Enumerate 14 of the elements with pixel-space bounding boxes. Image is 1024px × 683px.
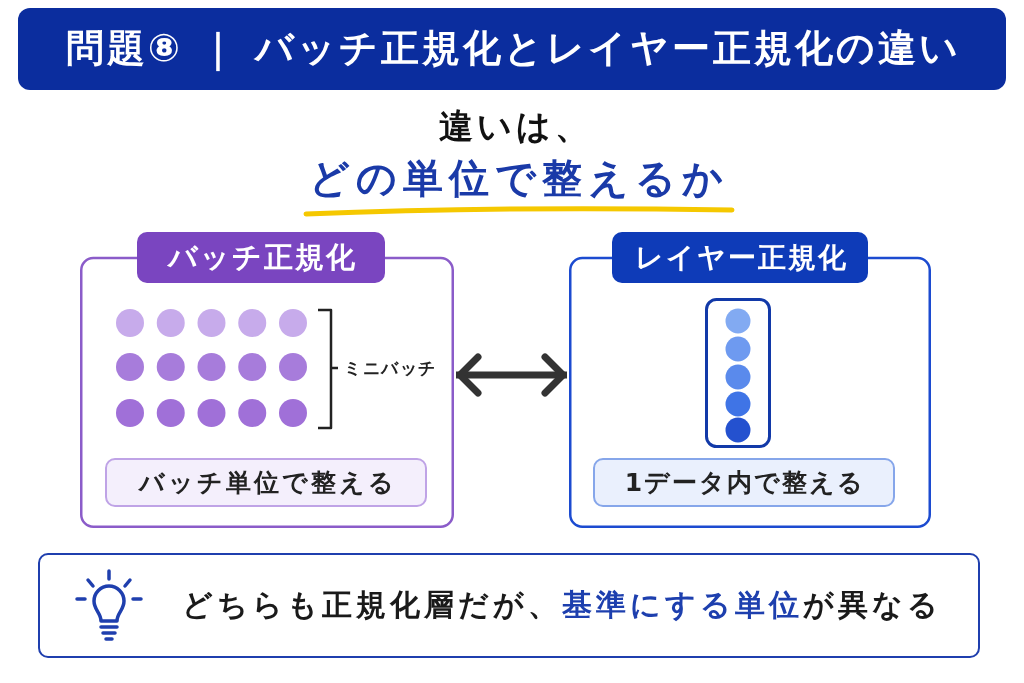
panel-card: [80, 232, 454, 528]
bracket-label: ミニバッチ: [344, 358, 437, 379]
title-text: 問題⑧ ｜ バッチ正規化とレイヤー正規化の違い: [64, 26, 962, 72]
result-text: バッチ単位で整える: [137, 467, 397, 498]
result-box: [105, 458, 427, 507]
subtitle-highlight-text: どの単位で整えるか: [308, 154, 729, 202]
summary-box: [38, 553, 980, 658]
panel-card: [569, 232, 931, 528]
result-text: 1データ内で整える: [623, 467, 866, 498]
panel-heading: レイヤー正規化: [612, 232, 868, 283]
summary-text: どちらも正規化層だが、基準にする単位が異なる: [182, 587, 942, 623]
panel-heading: バッチ正規化: [137, 232, 385, 283]
subtitle-text: 違いは、: [438, 106, 593, 147]
result-box: [593, 458, 895, 507]
